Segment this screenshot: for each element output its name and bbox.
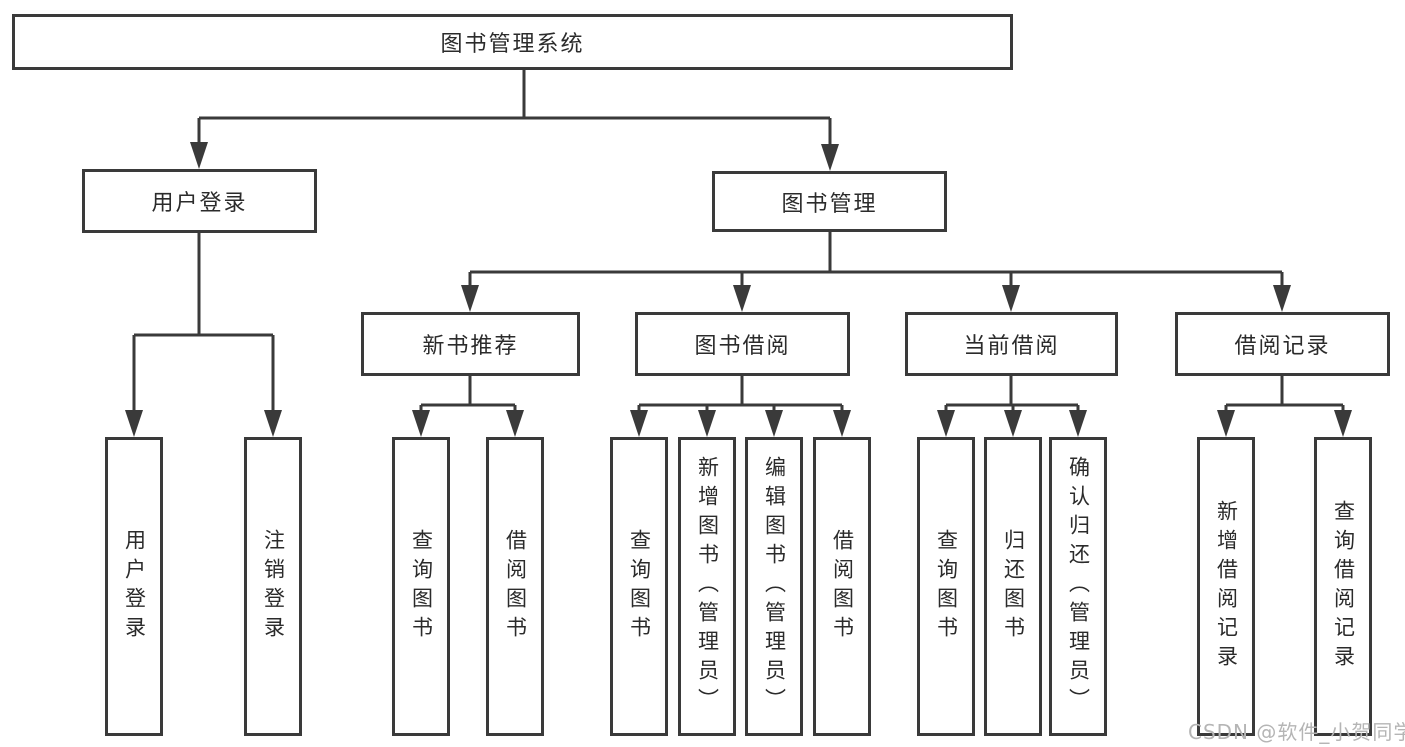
node-leaf-confirm-return-admin: 确认归还（管理员） [1049,437,1107,736]
node-label: 当前借阅 [963,334,1060,359]
node-label: 新增借阅记录 [1214,499,1239,674]
node-label: 编辑图书（管理员） [762,456,787,717]
node-label: 新增图书（管理员） [695,456,720,717]
node-leaf-query-books-2: 查询图书 [610,437,668,736]
node-book-borrow: 图书借阅 [635,312,850,376]
node-label: 图书借阅 [694,334,791,359]
node-label: 注销登录 [261,528,286,645]
node-user-login: 用户登录 [82,169,317,233]
node-book-management: 图书管理 [712,171,947,232]
node-label: 图书管理系统 [440,32,585,57]
node-label: 用户登录 [122,528,147,645]
node-leaf-add-book-admin: 新增图书（管理员） [678,437,736,736]
node-label: 确认归还（管理员） [1066,456,1091,717]
node-label: 借阅图书 [830,528,855,645]
node-leaf-logout: 注销登录 [244,437,302,736]
node-leaf-query-books-1: 查询图书 [392,437,450,736]
node-leaf-user-login: 用户登录 [105,437,163,736]
node-leaf-edit-book-admin: 编辑图书（管理员） [745,437,803,736]
node-leaf-return-book: 归还图书 [984,437,1042,736]
node-root-system: 图书管理系统 [12,14,1013,70]
node-label: 用户登录 [151,191,248,216]
node-new-book-recommend: 新书推荐 [361,312,580,376]
node-label: 图书管理 [781,191,878,217]
csdn-watermark: CSDN @软件_小贺同学 [1188,720,1405,744]
node-label: 查询借阅记录 [1331,499,1356,674]
node-leaf-query-borrow-record: 查询借阅记录 [1314,437,1372,736]
node-label: 查询图书 [627,528,652,645]
node-leaf-add-borrow-record: 新增借阅记录 [1197,437,1255,736]
node-label: 查询图书 [409,528,434,645]
node-label: 借阅图书 [503,528,528,645]
node-borrow-records: 借阅记录 [1175,312,1390,376]
node-leaf-query-books-3: 查询图书 [917,437,975,736]
node-leaf-borrow-books-1: 借阅图书 [486,437,544,736]
node-label: 查询图书 [934,528,959,645]
node-current-borrow: 当前借阅 [905,312,1118,376]
node-label: 新书推荐 [422,334,519,359]
node-label: 归还图书 [1001,528,1026,645]
node-leaf-borrow-books-2: 借阅图书 [813,437,871,736]
node-label: 借阅记录 [1234,334,1331,359]
